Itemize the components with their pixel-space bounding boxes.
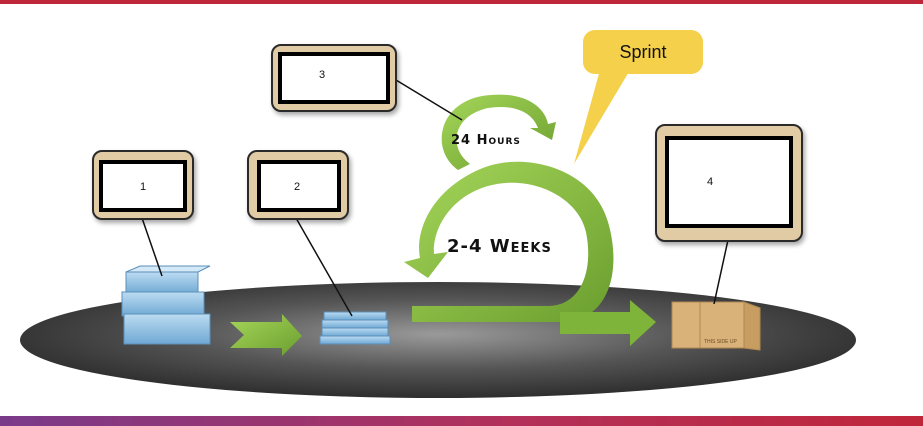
- sprint-backlog-icon: [320, 312, 390, 344]
- placeholder-box-4-label: 4: [707, 176, 713, 188]
- placeholder-box-1-label: 1: [140, 181, 146, 193]
- bottom-accent-bar: [0, 416, 923, 426]
- placeholder-box-2: 2: [247, 150, 349, 220]
- sprint-bubble-tail: [574, 70, 630, 164]
- placeholder-box-4: 4: [655, 124, 803, 242]
- callout-line-3: [396, 80, 462, 120]
- sprint-cycle-label: 2-4 Weeks: [447, 236, 552, 257]
- callout-line-4: [714, 240, 728, 304]
- placeholder-box-3-content: [278, 52, 390, 104]
- product-backlog-icon: [122, 266, 210, 344]
- product-increment-icon: THIS SIDE UP: [672, 302, 760, 350]
- placeholder-box-1: 1: [92, 150, 194, 220]
- placeholder-box-2-label: 2: [294, 181, 300, 193]
- product-box-text: THIS SIDE UP: [704, 339, 737, 345]
- sprint-bubble: Sprint: [583, 30, 703, 74]
- placeholder-box-3: 3: [271, 44, 397, 112]
- placeholder-box-4-content: [665, 136, 793, 228]
- placeholder-box-3-label: 3: [319, 69, 325, 81]
- daily-cycle-label: 24 Hours: [451, 133, 521, 148]
